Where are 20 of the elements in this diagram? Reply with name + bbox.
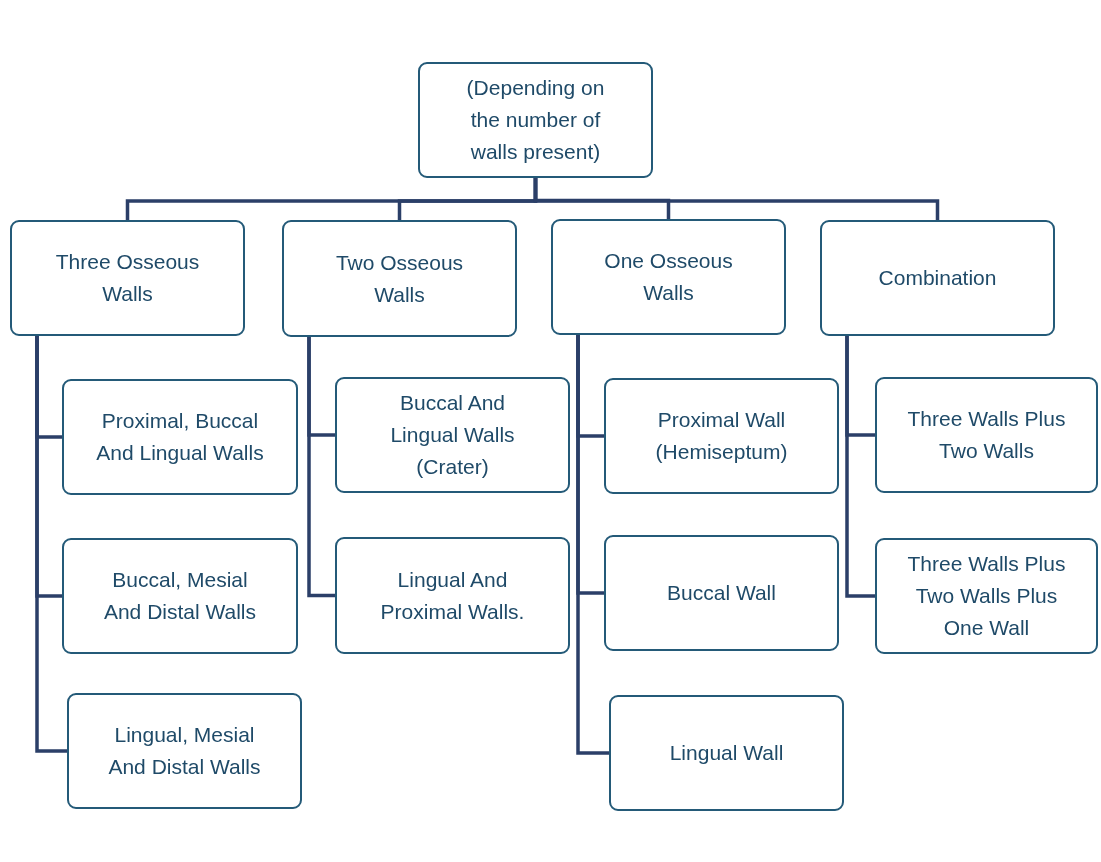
category-box: Buccal And Lingual Walls (Crater) bbox=[335, 377, 570, 493]
connector-line bbox=[35, 336, 67, 753]
category-box: Lingual And Proximal Walls. bbox=[335, 537, 570, 654]
connector-line bbox=[533, 178, 940, 220]
category-box: Combination bbox=[820, 220, 1055, 336]
category-box: Lingual, Mesial And Distal Walls bbox=[67, 693, 302, 809]
category-box: Buccal, Mesial And Distal Walls bbox=[62, 538, 298, 654]
category-box: Proximal Wall (Hemiseptum) bbox=[604, 378, 839, 494]
category-box: Proximal, Buccal And Lingual Walls bbox=[62, 379, 298, 495]
category-box: Lingual Wall bbox=[609, 695, 844, 811]
category-box: Buccal Wall bbox=[604, 535, 839, 651]
connector-line bbox=[307, 337, 335, 598]
category-box: Three Walls Plus Two Walls Plus One Wall bbox=[875, 538, 1098, 654]
category-box: Three Walls Plus Two Walls bbox=[875, 377, 1098, 493]
category-box: One Osseous Walls bbox=[551, 219, 786, 335]
connector-line bbox=[576, 335, 609, 755]
category-box: Two Osseous Walls bbox=[282, 220, 517, 337]
category-box: (Depending on the number of walls present) bbox=[418, 62, 653, 178]
category-box: Three Osseous Walls bbox=[10, 220, 245, 336]
connector-line bbox=[845, 336, 875, 598]
